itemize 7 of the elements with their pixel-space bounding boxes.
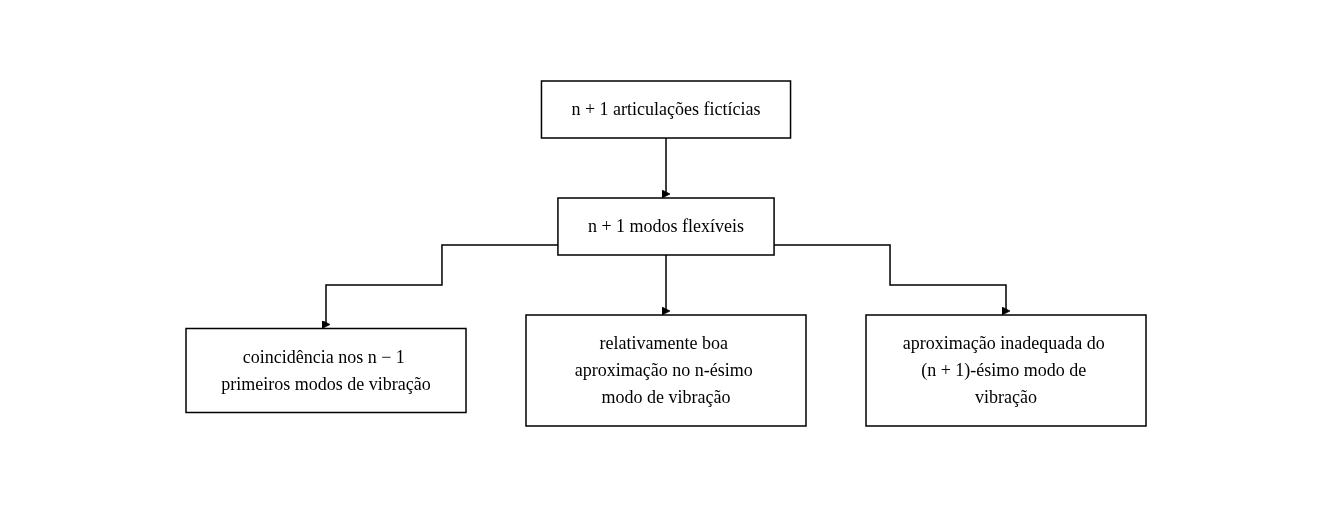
- node-box: n + 1 modos flexíveis: [556, 196, 775, 256]
- node-box: relativamente boa aproximação no n-ésimo modo de vibração: [524, 313, 807, 427]
- node-box: aproximação inadequada do (n + 1)-ésimo modo de vibração: [864, 313, 1147, 427]
- arrow: [661, 136, 670, 198]
- node-box: coincidência nos n − 1 primeiros modos de vibração: [184, 327, 467, 413]
- node-box: n + 1 articulações fictícias: [540, 79, 791, 139]
- arrow: [661, 253, 670, 315]
